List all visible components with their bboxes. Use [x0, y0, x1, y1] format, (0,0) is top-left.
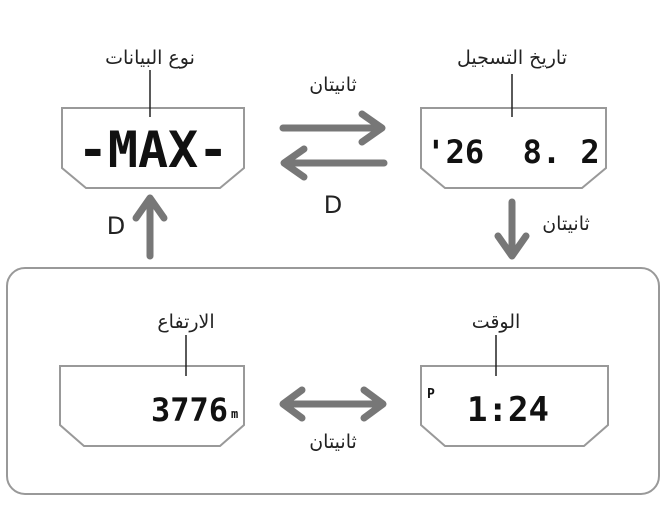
- lcd-altitude-value: 3776: [151, 391, 228, 429]
- label-time: الوقت: [472, 311, 521, 333]
- lcd-time-value: 1:24: [467, 390, 549, 430]
- lcd-record-date: '26 8. 2: [426, 133, 599, 171]
- mode-group-frame: [6, 267, 660, 495]
- label-transition-top-left: D: [324, 191, 342, 219]
- arrow-down-right: [494, 198, 530, 260]
- label-transition-left-up: D: [107, 212, 125, 240]
- label-altitude: الارتفاع: [157, 311, 214, 333]
- label-record-date: تاريخ التسجيل: [457, 47, 567, 69]
- display-time: [420, 365, 609, 447]
- arrow-right-top: [279, 110, 386, 146]
- label-transition-right-down: ثانيتان: [542, 213, 590, 235]
- label-data-type: نوع البيانات: [105, 47, 195, 69]
- lcd-data-type: -MAX-: [78, 121, 229, 179]
- lcd-time-indicator: P: [427, 387, 435, 402]
- lcd-altitude-unit: m: [231, 407, 238, 421]
- arrow-up-left: [132, 194, 168, 260]
- display-altitude: [59, 365, 245, 447]
- label-transition-bottom: ثانيتان: [309, 431, 357, 453]
- display-data-type: [61, 107, 245, 189]
- arrow-bidirectional-bottom: [279, 386, 387, 422]
- arrow-left-top: [280, 145, 388, 181]
- display-record-date: [420, 107, 607, 189]
- label-transition-top-right: ثانيتان: [309, 74, 357, 96]
